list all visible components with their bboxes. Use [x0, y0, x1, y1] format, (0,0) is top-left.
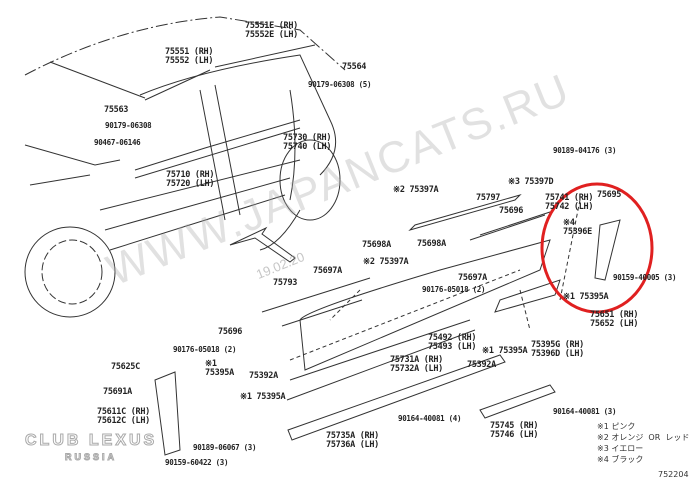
part-label[interactable]: 90176-05018 (2) — [422, 285, 486, 294]
part-label[interactable]: 90189-04176 (3) — [553, 146, 617, 155]
part-label[interactable]: ※1 75395A — [563, 292, 609, 302]
part-label[interactable]: 90164-40081 (4) — [398, 414, 462, 423]
part-label[interactable]: 75395G (RH) 75396D (LH) — [531, 340, 584, 359]
part-label[interactable]: 75698A — [417, 239, 446, 249]
part-label[interactable]: 90179-06308 — [105, 121, 152, 130]
part-label[interactable]: ※4 75396E — [563, 218, 592, 237]
part-label[interactable]: ※3 75397D — [508, 177, 554, 187]
part-label[interactable]: 75695 — [597, 190, 622, 200]
part-label[interactable]: 75697A — [313, 266, 342, 276]
part-label[interactable]: 75710 (RH) 75720 (LH) — [166, 170, 215, 189]
part-label[interactable]: 75745 (RH) 75746 (LH) — [490, 421, 539, 440]
part-label[interactable]: 75551 (RH) 75552 (LH) — [165, 47, 214, 66]
logo-line2: RUSSIA — [64, 452, 118, 463]
part-label[interactable]: 75651 (RH) 75652 (LH) — [590, 310, 639, 329]
part-label[interactable]: 75698A — [362, 240, 391, 250]
legend-item: ※2 オレンジ OR レッド — [597, 433, 690, 442]
part-label[interactable]: 90159-40005 (3) — [613, 273, 677, 282]
part-label[interactable]: 90189-06067 (3) — [193, 443, 257, 452]
part-label[interactable]: 75492 (RH) 75493 (LH) — [428, 333, 477, 352]
part-label[interactable]: 90176-05018 (2) — [173, 345, 237, 354]
legend-item: ※4 ブラック — [597, 455, 644, 464]
part-label[interactable]: 75696 — [218, 327, 243, 337]
part-label[interactable]: 75797 — [476, 193, 501, 203]
part-label[interactable]: 90467-06146 — [94, 138, 141, 147]
part-label[interactable]: ※2 75397A — [363, 257, 409, 267]
part-label[interactable]: ※1 75395A — [482, 346, 528, 356]
part-label[interactable]: 75730 (RH) 75740 (LH) — [283, 133, 332, 152]
direction-arrow — [229, 226, 296, 263]
part-label[interactable]: 75697A — [458, 273, 487, 283]
highlight-circle — [540, 182, 654, 314]
parts-drawing — [154, 193, 621, 456]
part-label[interactable]: 75563 — [104, 105, 129, 115]
legend-item: ※3 イエロー — [597, 444, 644, 453]
part-label[interactable]: 75551E (RH) 75552E (LH) — [245, 21, 298, 40]
part-label[interactable]: 90164-40081 (3) — [553, 407, 617, 416]
part-label[interactable]: ※2 75397A — [393, 185, 439, 195]
part-label[interactable]: ※1 75395A — [205, 359, 234, 378]
part-label[interactable]: 75793 — [273, 278, 298, 288]
part-label[interactable]: 75392A — [249, 371, 278, 381]
logo-line1: CLUB LEXUS — [24, 432, 158, 450]
part-label[interactable]: 75625C — [111, 362, 140, 372]
diagram-id: 752204 — [658, 470, 689, 479]
car-body-outline — [24, 16, 346, 318]
part-label[interactable]: ※1 75395A — [240, 392, 286, 402]
legend-item: ※1 ピンク — [597, 422, 636, 431]
part-label[interactable]: 75696 — [499, 206, 524, 216]
part-label[interactable]: 75741 (RH) 75742 (LH) — [545, 193, 594, 212]
part-label[interactable]: 75392A — [467, 360, 496, 370]
part-label[interactable]: 75691A — [103, 387, 132, 397]
part-label[interactable]: 90159-60422 (3) — [165, 458, 229, 467]
part-label[interactable]: 75731A (RH) 75732A (LH) — [390, 355, 443, 374]
part-label[interactable]: 75564 — [342, 62, 367, 72]
part-label[interactable]: 75735A (RH) 75736A (LH) — [326, 431, 379, 450]
part-label[interactable]: 75611C (RH) 75612C (LH) — [97, 407, 150, 426]
part-label[interactable]: 90179-06308 (5) — [308, 80, 372, 89]
